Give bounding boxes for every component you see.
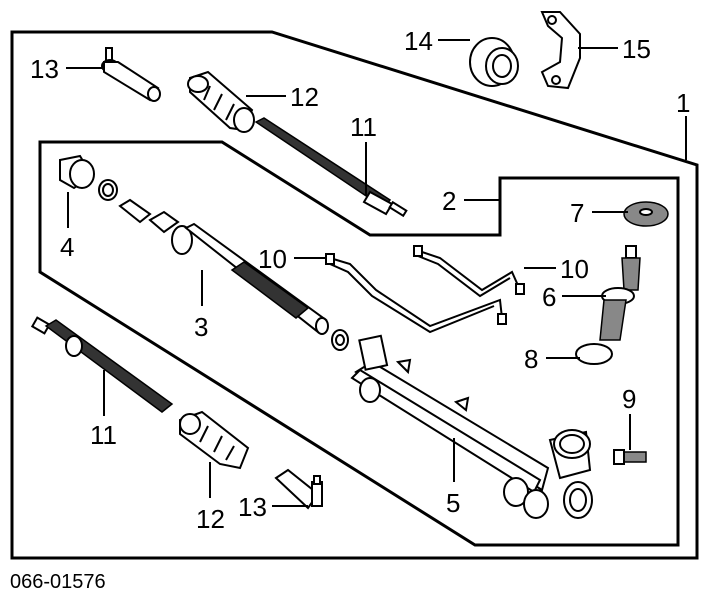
rack-boot-top: [187, 70, 255, 133]
callout-7: 7: [570, 198, 584, 228]
callout-labels: 13 12 11 14 15 1 2 7 4 10 10 6 3 8 9 11 …: [30, 26, 690, 534]
drawing-number: 066-01576: [10, 571, 106, 593]
callout-8: 8: [524, 344, 538, 374]
inner-tie-rod-top: [254, 117, 408, 218]
callout-10-right: 10: [560, 254, 589, 284]
callout-15: 15: [622, 34, 651, 64]
inner-frame: [38, 140, 680, 547]
leader-lines: [66, 39, 687, 507]
callout-9: 9: [622, 384, 636, 414]
pinion-seal: [575, 343, 613, 365]
rack-bushing: [469, 37, 519, 87]
rack-housing: [350, 334, 593, 519]
callout-12-top: 12: [290, 82, 319, 112]
callout-1: 1: [676, 88, 690, 118]
rack-end-bushing: [59, 154, 118, 201]
callout-6: 6: [542, 282, 556, 312]
washer: [623, 201, 669, 227]
pinion-shaft: [599, 245, 641, 341]
steering-rack: [118, 198, 349, 351]
callout-11-top: 11: [350, 112, 377, 142]
callout-2: 2: [442, 186, 456, 216]
callout-13-lower: 13: [238, 492, 267, 522]
callout-4: 4: [60, 232, 74, 262]
callout-5: 5: [446, 488, 460, 518]
housing-bolt: [613, 449, 647, 465]
callout-13-top: 13: [30, 54, 59, 84]
callout-10-left: 10: [258, 244, 287, 274]
callout-3: 3: [194, 312, 208, 342]
hydraulic-lines: [325, 245, 525, 334]
callout-11-lower: 11: [90, 420, 117, 450]
rack-boot-lower: [179, 410, 250, 470]
callout-14: 14: [404, 26, 433, 56]
inner-tie-rod-lower: [30, 316, 174, 413]
tie-rod-end-top: [101, 47, 161, 102]
callout-12-lower: 12: [196, 504, 225, 534]
tie-rod-end-lower: [274, 468, 323, 510]
outer-frame: [10, 30, 699, 560]
mounting-bracket: [540, 11, 581, 90]
